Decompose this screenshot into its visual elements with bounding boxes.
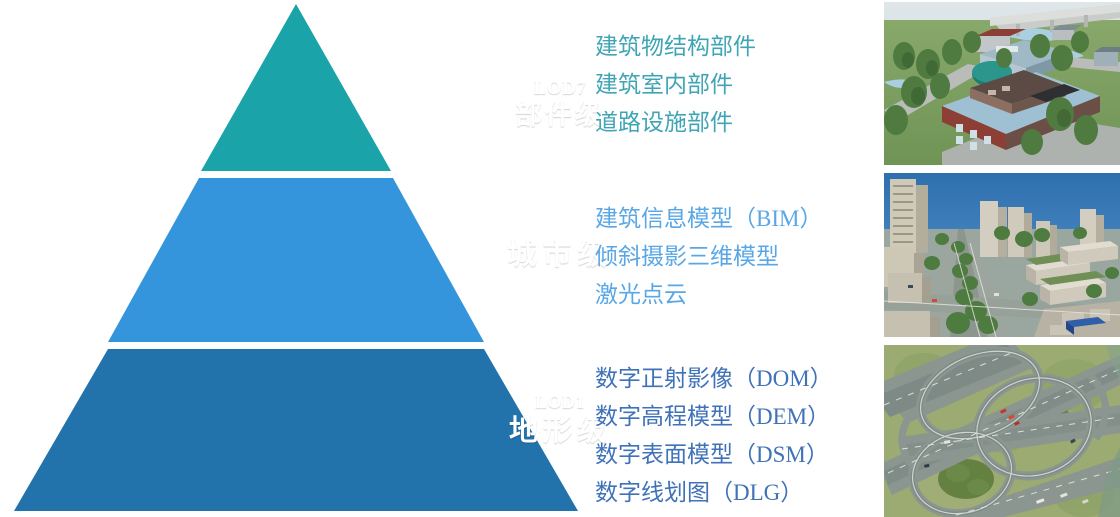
thumbnail-interchange-ortho[interactable] <box>884 345 1120 517</box>
description-line: 道路设施部件 <box>595 110 733 135</box>
pyramid-tier-bottom[interactable] <box>14 349 578 511</box>
description-line: 建筑信息模型（BIM） <box>595 206 823 231</box>
description-line: 数字高程模型（DEM） <box>595 404 831 429</box>
description-terrain-level: 数字正射影像（DOM） 数字高程模型（DEM） 数字表面模型（DSM） 数字线划… <box>595 360 833 512</box>
pyramid-tier-top[interactable] <box>201 4 391 171</box>
building-model-illustration <box>884 2 1120 165</box>
description-line: 数字线划图（DLG） <box>595 480 804 505</box>
description-line: 激光点云 <box>595 282 687 307</box>
description-city-level: 建筑信息模型（BIM） 倾斜摄影三维模型 激光点云 <box>595 200 822 314</box>
description-line: 倾斜摄影三维模型 <box>595 244 779 269</box>
pyramid-graphic <box>14 4 578 511</box>
description-line: 建筑室内部件 <box>595 72 733 97</box>
interchange-ortho-illustration <box>884 345 1120 517</box>
description-line: 数字表面模型（DSM） <box>595 442 829 467</box>
description-line: 建筑物结构部件 <box>595 34 756 59</box>
thumbnail-city-oblique[interactable] <box>884 173 1120 337</box>
description-line: 数字正射影像（DOM） <box>595 366 833 391</box>
description-component-level: 建筑物结构部件 建筑室内部件 道路设施部件 <box>595 28 756 142</box>
city-oblique-illustration <box>884 173 1120 337</box>
pyramid-tier-middle[interactable] <box>108 178 484 342</box>
thumbnail-building-model[interactable] <box>884 2 1120 165</box>
